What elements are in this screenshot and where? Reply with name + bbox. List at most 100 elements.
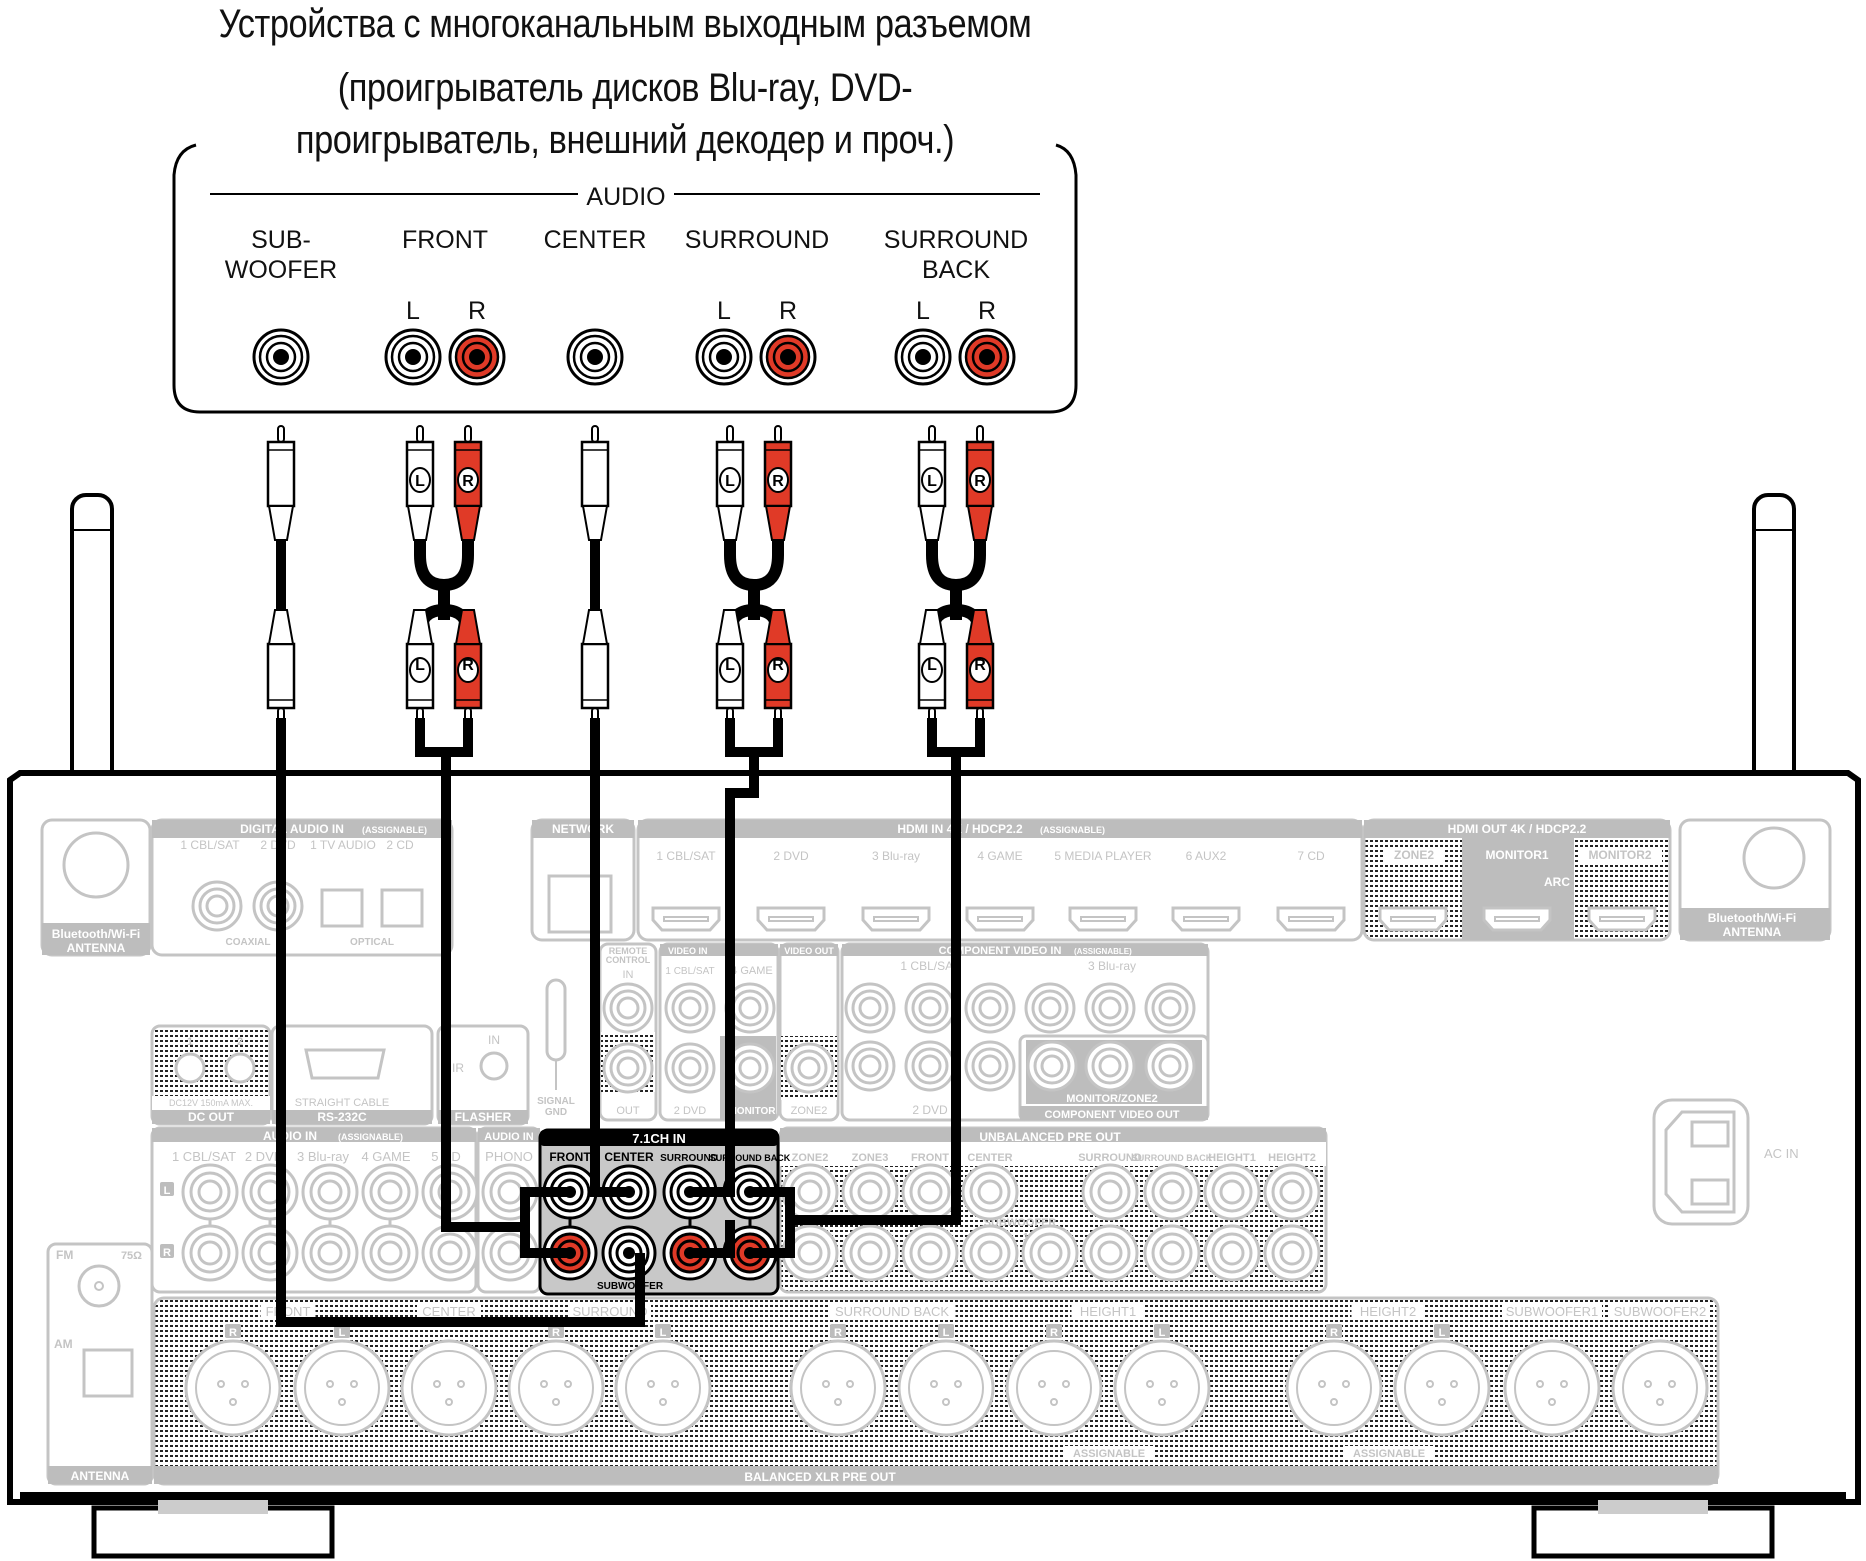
audio-in-jack-r-3 (301, 1224, 359, 1282)
video-in-input-3: 4 GAME (731, 965, 773, 977)
xlr-jack-4 (507, 1339, 605, 1437)
hdmi-in-label-2: 2 DVD (773, 849, 809, 863)
foot-right (1531, 1500, 1775, 1559)
source-jack-1-0 (384, 328, 442, 386)
video-in-input-2: 2 DVD (674, 1105, 706, 1117)
svg-text:R: R (462, 473, 474, 490)
fm-am-antenna-panel: FM 75Ω AM ANTENNA (46, 1242, 154, 1486)
bt-left-label-2: ANTENNA (67, 941, 126, 955)
source-label-center: CENTER (544, 226, 647, 254)
plug-top-surround-back-l: L (917, 425, 947, 541)
ch71-jack-8 (722, 1225, 778, 1281)
pre-out-jack-bottom-3 (901, 1224, 959, 1282)
remote-label-1: REMOTE (609, 946, 648, 956)
audio-in-jack-r-5 (421, 1224, 479, 1282)
dc-port-1: 1 (187, 1036, 193, 1048)
xlr-group-surround-back: SURROUND BACK (835, 1304, 949, 1319)
title-line-2: (проигрыватель дисков Blu-ray, DVD- (337, 66, 913, 110)
pre-out-label-5: SURROUND (1078, 1152, 1142, 1164)
source-jack-4-0 (894, 328, 952, 386)
svg-text:L: L (725, 657, 735, 674)
front-l-label: L (406, 297, 420, 325)
hdmi-in-port-2 (756, 906, 826, 932)
audio-in-jack-r-2 (241, 1224, 299, 1282)
foot-left (91, 1500, 335, 1559)
xlr-jack-12 (1503, 1339, 1601, 1437)
balanced-xlr-title: BALANCED XLR PRE OUT (744, 1470, 896, 1484)
plug-top-surround-l: L (715, 425, 745, 541)
audio-in-1: 1 CBL/SAT (172, 1149, 236, 1164)
digital-audio-in-panel: DIGITAL AUDIO IN (ASSIGNABLE) 1 CBL/SAT … (150, 818, 454, 957)
svg-text:R: R (462, 657, 474, 674)
plug-top-front-r: R (453, 425, 483, 541)
plug-bottom-center (580, 609, 610, 725)
xlr-jack-9 (1113, 1339, 1211, 1437)
title-line-1: Устройства с многоканальным выходным раз… (218, 2, 1032, 46)
ch71-center-label: CENTER (604, 1150, 654, 1164)
optical-port-2 (380, 888, 424, 928)
video-in-input-1: 1 CBL/SAT (665, 966, 714, 977)
pre-out-subwoofer: SUBWOOFER (984, 1217, 1057, 1229)
front-r-label: R (468, 297, 486, 325)
surround-back-r-label: R (978, 297, 996, 325)
ch71-surround-back-label: SURROUND BACK (710, 1153, 791, 1163)
hdmi-in-port-4 (965, 906, 1035, 932)
hdmi-out-monitor1: MONITOR1 (1485, 848, 1548, 862)
hdmi-in-panel: HDMI IN 4K / HDCP2.2 (ASSIGNABLE) 1 CBL/… (636, 818, 1364, 942)
pre-out-label-7: HEIGHT1 (1208, 1152, 1256, 1164)
plug-bottom-surround-l: L (715, 609, 745, 725)
xlr-r-badge-1: R (229, 1327, 237, 1339)
network-port: NETWORK (530, 818, 636, 942)
7-1ch-in-panel: 7.1CH IN FRONT CENTER SURROUND SURROUND … (538, 1128, 791, 1296)
xlr-jack-3 (400, 1339, 498, 1437)
xlr-jack-7 (897, 1339, 995, 1437)
hdmi-in-label-3: 3 Blu-ray (872, 849, 920, 863)
xlr-jack-6 (789, 1339, 887, 1437)
plug-bottom-surround-back-r: R (965, 609, 995, 725)
source-jack-0-0 (252, 328, 310, 386)
hdmi-out-zone2: ZONE2 (1394, 848, 1434, 862)
source-device-panel: AUDIO SUB- WOOFER FRONT CENTER SURROUND … (172, 143, 1078, 414)
hdmi-in-port-6 (1171, 906, 1241, 932)
video-in-monitor: MONITOR (728, 1106, 776, 1117)
audio-in-4: 4 GAME (361, 1149, 410, 1164)
bt-left-label-1: Bluetooth/Wi-Fi (52, 927, 141, 941)
signal-gnd-label-2: GND (545, 1107, 567, 1118)
hdmi-in-port-1 (651, 906, 721, 932)
height2-assignable: ASSIGNABLE (1353, 1448, 1425, 1460)
hdmi-in-port-7 (1276, 906, 1346, 932)
xlr-group-surround: SURROUND (572, 1304, 647, 1319)
dai-input-3: 1 TV AUDIO (310, 838, 376, 852)
phono-panel: AUDIO IN PHONO (476, 1126, 542, 1294)
pre-out-jack-top-4 (961, 1163, 1019, 1221)
pre-out-label-2: ZONE3 (852, 1152, 889, 1164)
bt-right-label-2: ANTENNA (1723, 925, 1782, 939)
optical-port-1 (320, 888, 364, 928)
pre-out-label-4: CENTER (967, 1152, 1012, 1164)
surround-back-l-label: L (916, 297, 930, 325)
hdmi-in-port-3 (861, 906, 931, 932)
signal-gnd: SIGNAL GND (537, 978, 575, 1118)
remote-video-component-area: REMOTE CONTROL IN OUT VIDEO IN 1 CBL/SAT… (598, 942, 1210, 1122)
ac-in-label: AC IN (1764, 1146, 1799, 1161)
flasher-panel: IN IR FLASHER (436, 1024, 530, 1126)
xlr-l-badge-10: L (1439, 1327, 1446, 1339)
xlr-jack-2 (293, 1339, 391, 1437)
source-label-surround-back-1: SURROUND (884, 226, 1028, 254)
audio-in-jack-r-4 (361, 1224, 419, 1282)
source-label-subwoofer-2: WOOFER (225, 256, 338, 284)
ch71-jack-3 (662, 1164, 718, 1220)
source-label-front: FRONT (402, 226, 488, 254)
hdmi-out-panel: HDMI OUT 4K / HDCP2.2 ZONE2 MONITOR1 MON… (1362, 818, 1672, 942)
plug-top-front-l: L (405, 425, 435, 541)
xlr-l-badge-6: L (943, 1327, 950, 1339)
rs232c-panel: STRAIGHT CABLE RS-232C (270, 1024, 434, 1126)
component-group-3: 2 DVD (912, 1103, 948, 1117)
pre-out-jack-top-2 (841, 1163, 899, 1221)
am-label: AM (54, 1337, 73, 1351)
pre-out-label-3: FRONT (911, 1152, 949, 1164)
component-out-zone: MONITOR/ZONE2 (1066, 1093, 1157, 1105)
xlr-jack-5 (614, 1339, 712, 1437)
